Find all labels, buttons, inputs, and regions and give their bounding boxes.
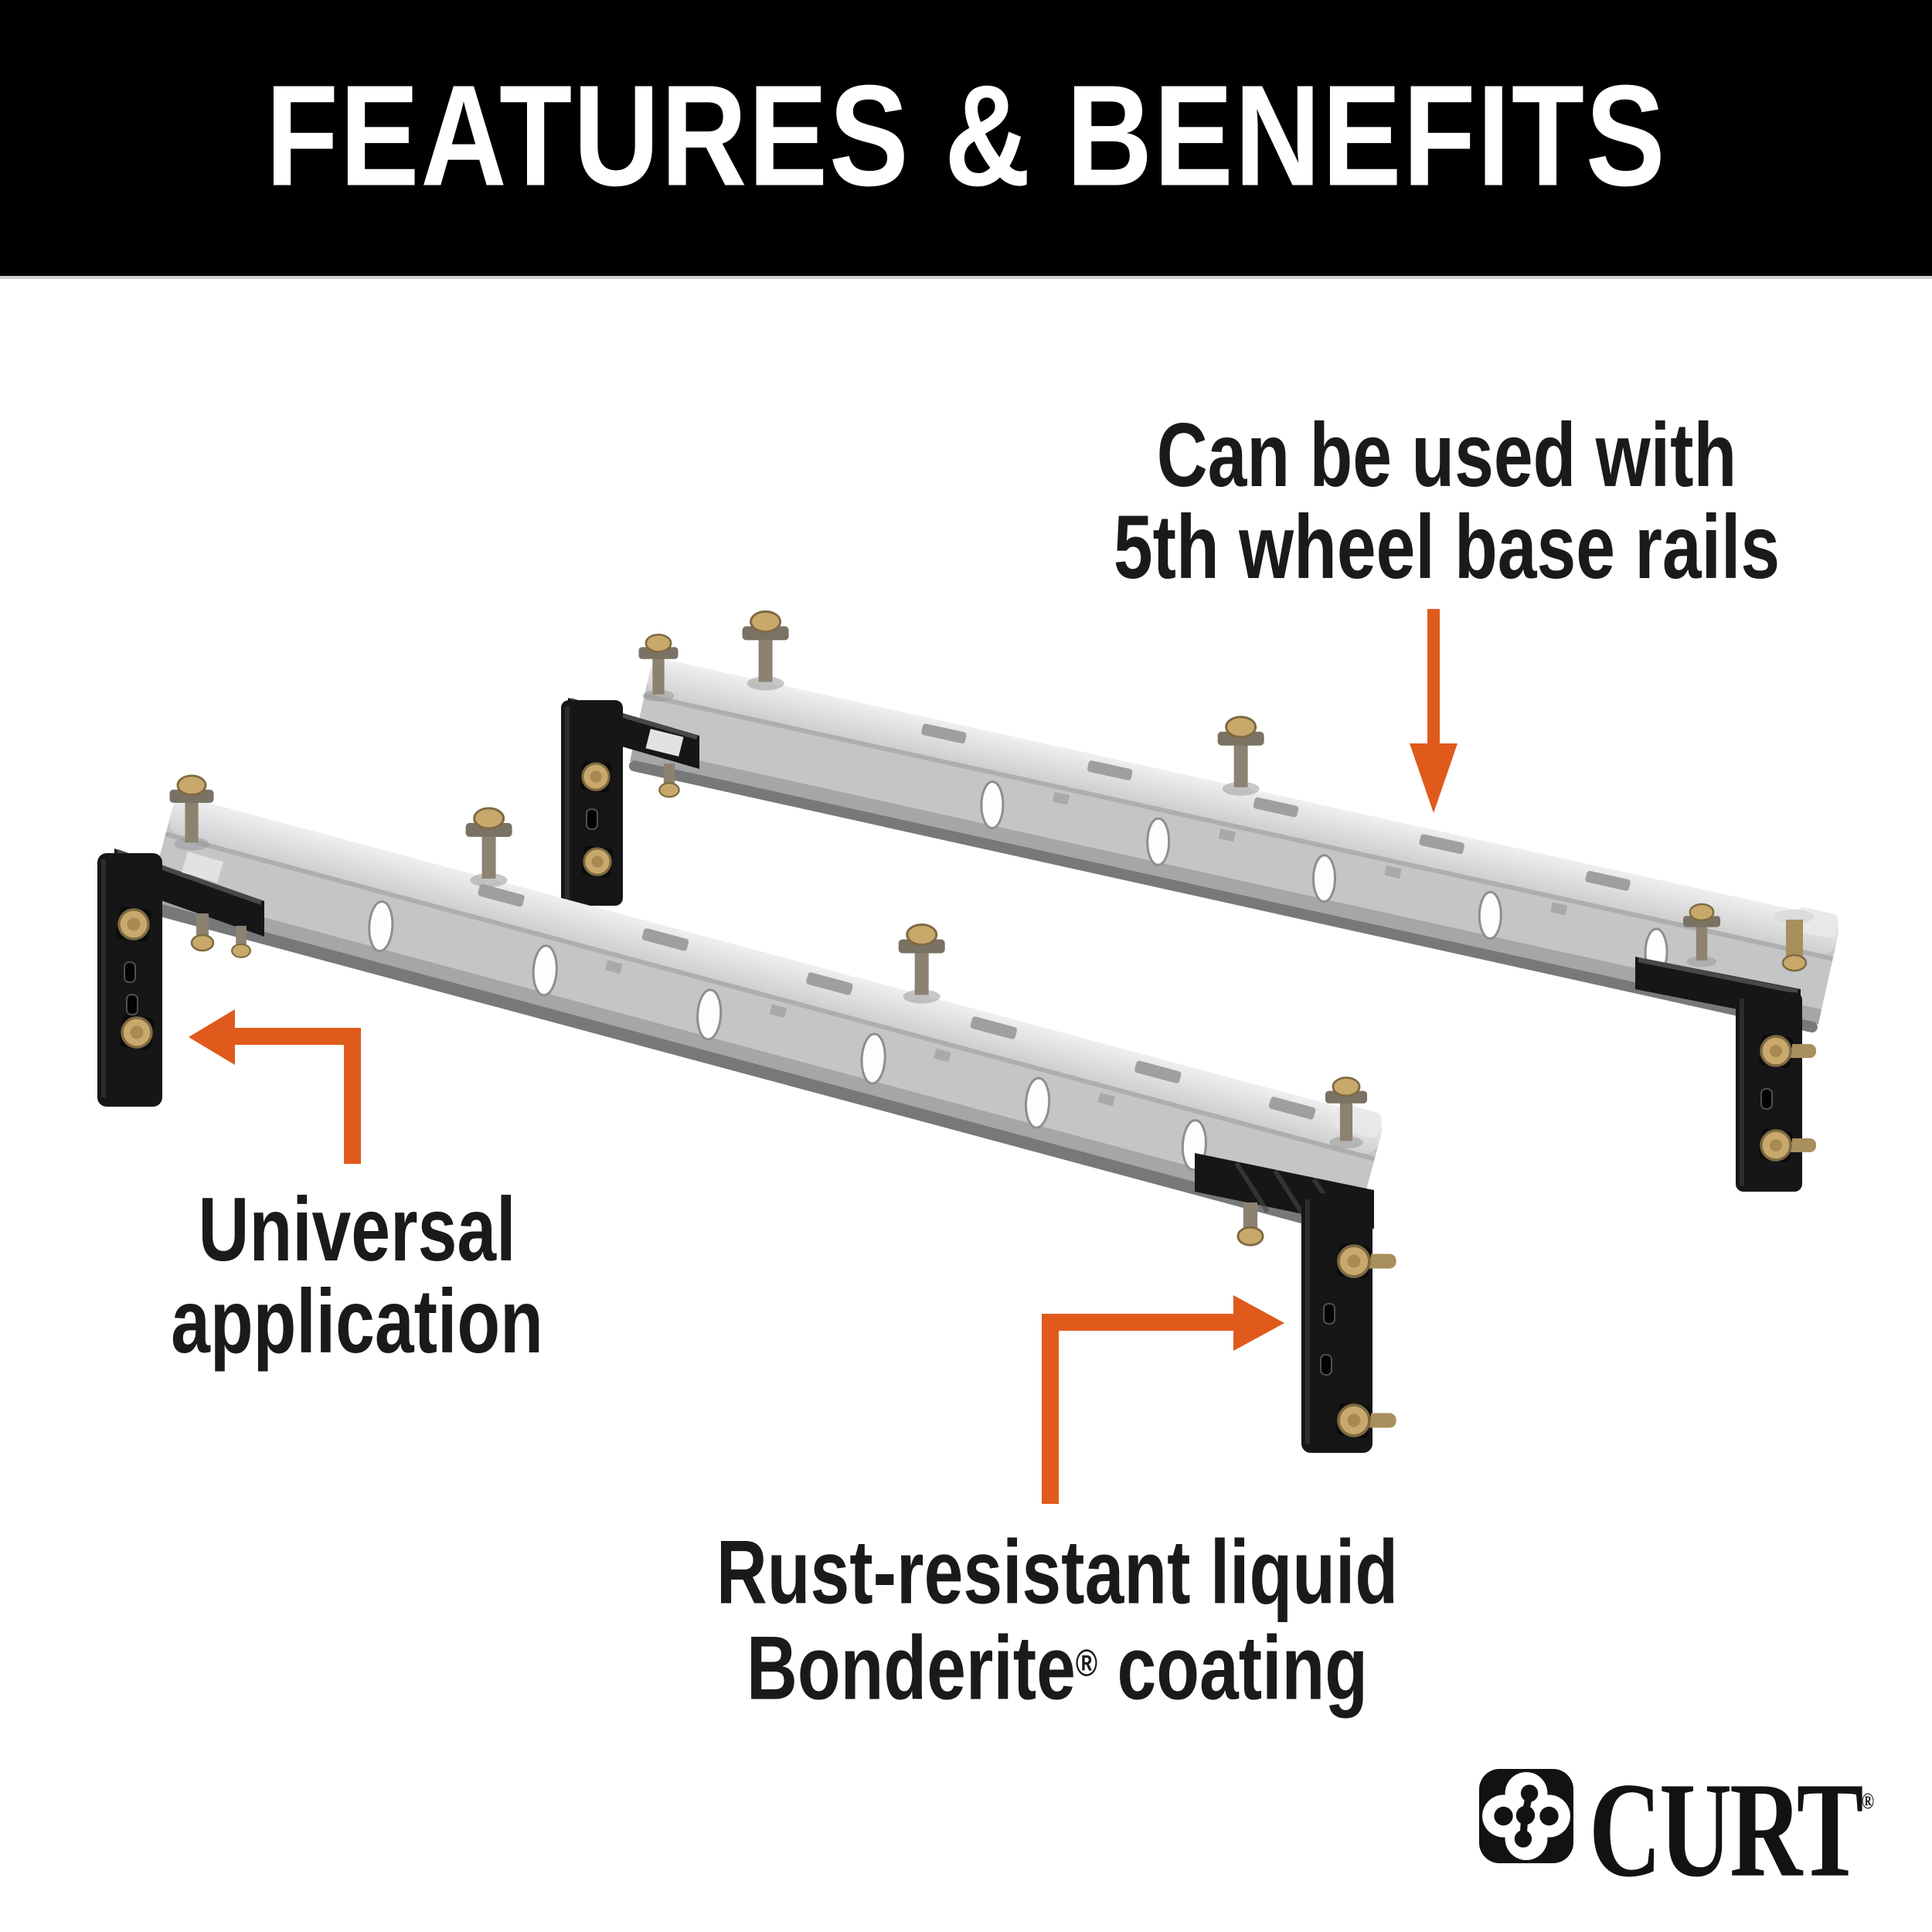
registered-mark: ® bbox=[1075, 1642, 1098, 1685]
callout-universal: Universal application bbox=[171, 1183, 543, 1367]
arrow-elbow-left-icon bbox=[189, 1009, 361, 1164]
registered-mark: ® bbox=[1861, 1788, 1875, 1814]
curt-wordmark: CURT® bbox=[1589, 1754, 1875, 1906]
callout-coating-line2: Bonderite® coating bbox=[746, 1617, 1368, 1719]
mounting-bracket-front-left bbox=[97, 774, 264, 1107]
arrow-elbow-right-icon bbox=[1042, 1295, 1284, 1504]
rail-end-bolt bbox=[1774, 910, 1815, 972]
callout-base-rails-line2: 5th wheel base rails bbox=[1113, 496, 1781, 597]
callout-universal-line1: Universal bbox=[198, 1179, 516, 1280]
base-rail-back bbox=[628, 610, 1839, 1032]
mounting-bracket-back-right bbox=[1635, 903, 1818, 1192]
curt-clover-icon bbox=[1479, 1768, 1573, 1863]
callout-base-rails-line1: Can be used with bbox=[1156, 404, 1737, 505]
arrow-down-icon bbox=[1410, 609, 1458, 813]
curt-logo: CURT® bbox=[1479, 1751, 1932, 1906]
callout-coating: Rust-resistant liquid Bonderite® coating bbox=[716, 1526, 1398, 1713]
mounting-bracket-front-right bbox=[1195, 1077, 1398, 1453]
callout-base-rails: Can be used with 5th wheel base rails bbox=[1114, 409, 1780, 593]
callout-coating-line1: Rust-resistant liquid bbox=[716, 1521, 1399, 1623]
callout-universal-line2: application bbox=[171, 1270, 543, 1372]
page-title: FEATURES & BENEFITS bbox=[265, 56, 1667, 216]
mounting-bracket-back-left bbox=[561, 633, 699, 906]
banner: FEATURES & BENEFITS bbox=[0, 0, 1932, 279]
base-rail-front bbox=[145, 798, 1383, 1236]
